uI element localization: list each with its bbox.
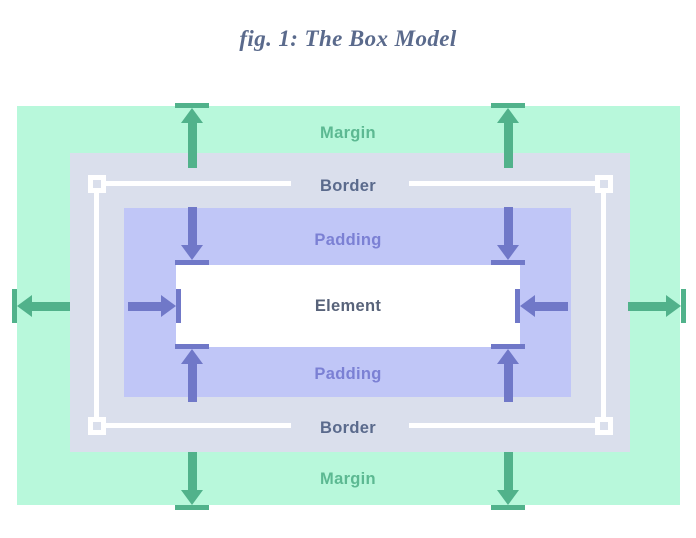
border-guide-right	[601, 183, 606, 423]
border-handle-bottom-right[interactable]	[595, 417, 613, 435]
figure-title: fig. 1: The Box Model	[239, 26, 457, 51]
margin-arrow-top-right	[491, 103, 525, 168]
margin-arrow-left	[12, 289, 70, 323]
padding-arrow-left	[128, 289, 181, 323]
border-guide-top-right	[409, 181, 601, 186]
padding-arrow-bottom-left	[175, 344, 209, 402]
padding-arrow-top-left	[175, 207, 209, 265]
element-label: Element	[314, 297, 382, 315]
padding-arrow-top-right	[491, 207, 525, 265]
padding-arrow-bottom-right	[491, 344, 525, 402]
border-guide-bottom-right	[409, 423, 601, 428]
border-handle-bottom-left[interactable]	[88, 417, 106, 435]
border-handle-top-right[interactable]	[595, 175, 613, 193]
border-label-bottom: Border	[320, 419, 376, 437]
border-guide-left	[94, 183, 99, 423]
margin-label-top: Margin	[320, 124, 376, 142]
margin-arrow-bottom-right	[491, 452, 525, 510]
margin-arrow-bottom-left	[175, 452, 209, 510]
margin-arrow-top-left	[175, 103, 209, 168]
border-guide-top-left	[99, 181, 291, 186]
border-guide-bottom-left	[99, 423, 291, 428]
border-label-top: Border	[320, 177, 376, 195]
margin-label-bottom: Margin	[320, 470, 376, 488]
padding-label-bottom: Padding	[314, 365, 382, 383]
padding-label-top: Padding	[314, 231, 382, 249]
margin-arrow-right	[628, 289, 686, 323]
element-region	[176, 265, 520, 347]
border-handle-top-left[interactable]	[88, 175, 106, 193]
padding-arrow-right	[515, 289, 568, 323]
